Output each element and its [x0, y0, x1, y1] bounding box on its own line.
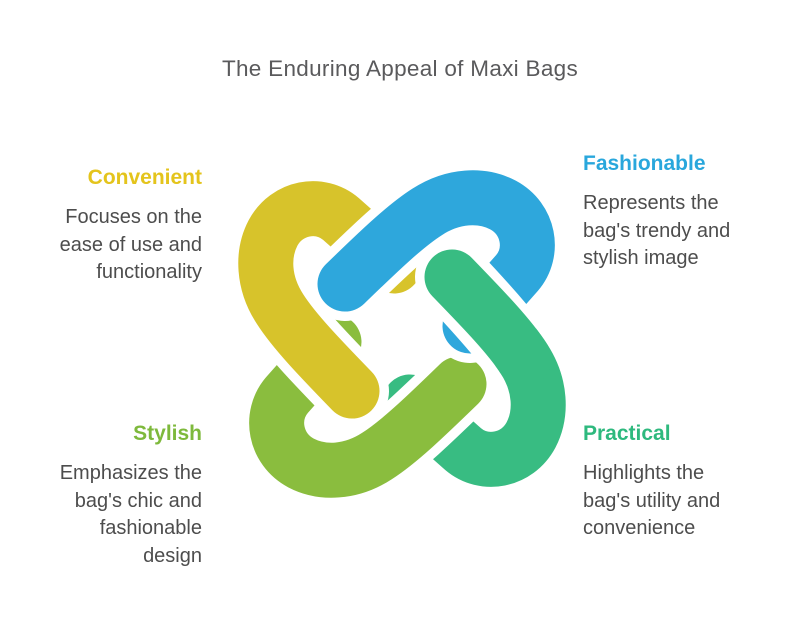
quadrant-fashionable: Fashionable Represents the bag's trendy … [583, 152, 783, 273]
quadrant-stylish: Stylish Emphasizes the bag's chic and fa… [10, 422, 202, 570]
quadrant-practical-heading: Practical [583, 422, 671, 445]
knot-piece-convenient [238, 181, 422, 419]
quadrant-convenient-heading: Convenient [87, 166, 202, 189]
page-title: The Enduring Appeal of Maxi Bags [221, 56, 579, 81]
knot-piece-stylish [249, 314, 487, 498]
knot-weave-patch [424, 249, 552, 387]
quadrant-convenient: Convenient Focuses on the ease of use an… [10, 166, 202, 287]
quadrant-fashionable-description: Represents the bag's trendy and stylish … [583, 192, 731, 269]
quadrant-practical: Practical Highlights the bag's utility a… [583, 422, 783, 543]
quadrant-stylish-heading: Stylish [133, 422, 202, 445]
quadrant-convenient-description: Focuses on the ease of use and functiona… [59, 206, 202, 283]
quadrant-fashionable-heading: Fashionable [583, 152, 706, 175]
knot-piece-fashionable [317, 170, 555, 354]
quadrant-stylish-description: Emphasizes the bag's chic and fashionabl… [59, 462, 202, 567]
quadrant-practical-description: Highlights the bag's utility and conveni… [583, 462, 721, 539]
